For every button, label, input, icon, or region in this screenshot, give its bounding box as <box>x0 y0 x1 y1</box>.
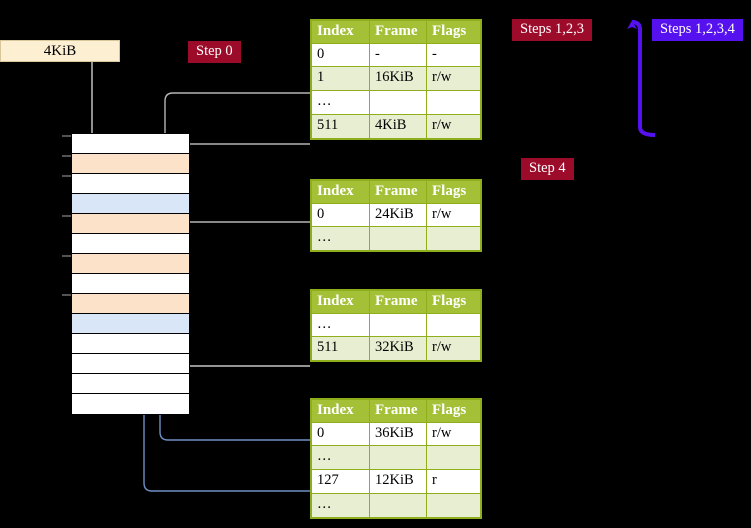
cell-flags <box>426 226 481 252</box>
memory-frame-row <box>72 154 189 174</box>
cell-index: … <box>311 312 370 338</box>
cell-flags: - <box>426 42 481 68</box>
cell-frame: 32KiB <box>369 336 427 362</box>
cell-flags <box>426 90 481 116</box>
memory-frame-row <box>72 394 189 414</box>
badge-steps-1234-label: Steps 1,2,3,4 <box>660 21 735 37</box>
cell-frame: - <box>369 42 427 68</box>
memory-frame-row <box>72 254 189 274</box>
physical-memory-column <box>71 133 190 415</box>
table-row: 0 24KiB r/w <box>311 202 481 228</box>
cell-frame <box>369 312 427 338</box>
cell-flags: r/w <box>426 114 481 140</box>
cell-flags <box>426 445 481 471</box>
column-header-flags: Flags <box>426 180 481 204</box>
page-table-level1: Index Frame Flags 0 - - 1 16KiB r/w … <box>311 20 481 140</box>
column-header-flags: Flags <box>426 399 481 423</box>
cell-flags: r/w <box>426 202 481 228</box>
cell-index: 0 <box>311 42 370 68</box>
table-row: 0 36KiB r/w <box>311 421 481 447</box>
cell-flags: r/w <box>426 66 481 92</box>
cell-index: … <box>311 226 370 252</box>
cell-frame: 24KiB <box>369 202 427 228</box>
memory-frame-row <box>72 174 189 194</box>
frame-size-label: 4KiB <box>43 43 77 59</box>
frame-size-box: 4KiB <box>0 40 120 62</box>
column-header-index: Index <box>311 180 370 204</box>
cell-frame <box>369 445 427 471</box>
cell-flags: r <box>426 469 481 495</box>
cell-frame <box>369 90 427 116</box>
table-row: 511 32KiB r/w <box>311 336 481 362</box>
page-table-level2: Index Frame Flags 0 24KiB r/w … <box>311 180 481 252</box>
cell-index: … <box>311 493 370 519</box>
memory-frame-row <box>72 314 189 334</box>
badge-steps-1234: Steps 1,2,3,4 <box>652 19 743 41</box>
page-table-level4: Index Frame Flags 0 36KiB r/w … 127 12Ki… <box>311 399 481 519</box>
table-row: … <box>311 226 481 252</box>
memory-frame-row <box>72 214 189 234</box>
cell-frame: 12KiB <box>369 469 427 495</box>
cell-index: 511 <box>311 336 370 362</box>
badge-step-0: Step 0 <box>188 41 241 63</box>
table-header-row: Index Frame Flags <box>311 20 481 44</box>
table-row: … <box>311 90 481 116</box>
cell-frame: 16KiB <box>369 66 427 92</box>
column-header-index: Index <box>311 20 370 44</box>
table-row-highlighted: 511 4KiB r/w <box>311 114 481 140</box>
cell-index: … <box>311 90 370 116</box>
badge-step-4-label: Step 4 <box>529 160 566 176</box>
cell-flags <box>426 312 481 338</box>
column-header-index: Index <box>311 290 370 314</box>
cell-index: 1 <box>311 66 370 92</box>
memory-frame-row <box>72 134 189 154</box>
memory-frame-row <box>72 294 189 314</box>
page-table-level3: Index Frame Flags … 511 32KiB r/w <box>311 290 481 362</box>
memory-frame-row <box>72 274 189 294</box>
cell-frame: 4KiB <box>369 114 427 140</box>
table-header-row: Index Frame Flags <box>311 180 481 204</box>
table-row: … <box>311 493 481 519</box>
column-header-frame: Frame <box>369 290 427 314</box>
badge-step-0-label: Step 0 <box>196 43 233 59</box>
table-header-row: Index Frame Flags <box>311 399 481 423</box>
table-header-row: Index Frame Flags <box>311 290 481 314</box>
cell-flags: r/w <box>426 336 481 362</box>
badge-step-4: Step 4 <box>521 158 574 180</box>
cell-index: 127 <box>311 469 370 495</box>
memory-frame-row <box>72 374 189 394</box>
table-row: … <box>311 445 481 471</box>
memory-frame-row <box>72 234 189 254</box>
memory-frame-row <box>72 194 189 214</box>
cell-index: 511 <box>311 114 370 140</box>
cell-frame: 36KiB <box>369 421 427 447</box>
cell-frame <box>369 226 427 252</box>
cell-flags <box>426 493 481 519</box>
column-header-index: Index <box>311 399 370 423</box>
cell-index: 0 <box>311 202 370 228</box>
column-header-flags: Flags <box>426 20 481 44</box>
cell-frame <box>369 493 427 519</box>
table-row: 1 16KiB r/w <box>311 66 481 92</box>
column-header-flags: Flags <box>426 290 481 314</box>
memory-frame-row <box>72 334 189 354</box>
cell-index: 0 <box>311 421 370 447</box>
badge-steps-123-label: Steps 1,2,3 <box>520 21 585 37</box>
column-header-frame: Frame <box>369 20 427 44</box>
cell-flags: r/w <box>426 421 481 447</box>
table-row: … <box>311 312 481 338</box>
column-header-frame: Frame <box>369 180 427 204</box>
table-row: 127 12KiB r <box>311 469 481 495</box>
column-header-frame: Frame <box>369 399 427 423</box>
table-row: 0 - - <box>311 42 481 68</box>
badge-steps-123: Steps 1,2,3 <box>512 19 593 41</box>
memory-frame-row <box>72 354 189 374</box>
cell-index: … <box>311 445 370 471</box>
